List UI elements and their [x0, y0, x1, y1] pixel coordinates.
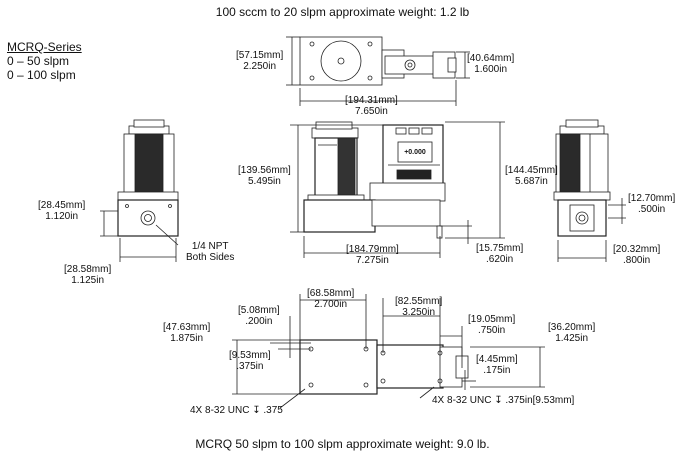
series-list: MCRQ-Series 0 – 50 slpm 0 – 100 slpm [7, 40, 82, 82]
bottom-d4-in: .375in [236, 361, 264, 372]
right-side-view [553, 119, 626, 262]
front-height-left-dim: [139.56mm] 5.495in [238, 165, 291, 187]
bottom-d5-in: 3.250in [402, 307, 436, 318]
left-width-in: 1.125in [71, 275, 105, 286]
right-width-in: .800in [623, 255, 651, 266]
bottom-d7-mm: [36.20mm] [548, 322, 596, 333]
bottom-d7-in: 1.425in [555, 333, 589, 344]
series-title: MCRQ-Series [7, 40, 82, 54]
npt-callout: 1/4 NPT Both Sides [186, 241, 234, 263]
bottom-d8-mm: [4.45mm] [476, 354, 518, 365]
bottom-d4-mm: [9.53mm] [229, 350, 271, 361]
front-fitting-mm: [15.75mm] [476, 243, 524, 254]
right-width-mm: [20.32mm] [613, 244, 661, 255]
thread-callout-right: 4X 8-32 UNC ↧ .375in[9.53mm] [432, 395, 575, 406]
top-length-in: 7.650in [355, 106, 388, 117]
front-fitting-in: .620in [486, 254, 514, 265]
right-offset-in: .500in [638, 204, 666, 215]
bottom-d8-in: .175in [483, 365, 511, 376]
top-right-dim: [40.64mm] 1.600in [467, 53, 514, 75]
right-width-dim: [20.32mm] .800in [613, 244, 660, 266]
front-height-right-in: 5.687in [515, 176, 548, 187]
right-offset-mm: [12.70mm] [628, 193, 676, 204]
top-length-mm: [194.31mm] [345, 95, 398, 106]
thread-callout-left: 4X 8-32 UNC ↧ .375 [190, 405, 283, 416]
bottom-d6-in: .750in [478, 325, 506, 336]
bottom-d7-dim: [36.20mm] 1.425in [548, 322, 595, 344]
npt-line1: 1/4 NPT [191, 241, 229, 252]
panel-display-value: +0.000 [404, 149, 426, 156]
bottom-d2-mm: [5.08mm] [238, 305, 280, 316]
left-side-view [100, 119, 179, 262]
npt-line2: Both Sides [186, 252, 235, 263]
bottom-d6-dim: [19.05mm] .750in [468, 314, 515, 336]
top-right-in: 1.600in [474, 64, 508, 75]
left-width-mm: [28.58mm] [64, 264, 112, 275]
right-offset-dim: [12.70mm] .500in [628, 193, 675, 215]
front-base-in: 7.275in [356, 255, 389, 266]
bottom-d3-mm: [47.63mm] [163, 322, 211, 333]
bottom-view [232, 294, 545, 409]
left-port-mm: [28.45mm] [38, 200, 86, 211]
bottom-d5-dim: [82.55mm] 3.250in [395, 296, 442, 318]
bottom-d5-mm: [82.55mm] [395, 296, 443, 307]
front-fitting-dim: [15.75mm] .620in [476, 243, 523, 265]
bottom-d1-in: 2.700in [314, 299, 348, 310]
top-right-mm: [40.64mm] [467, 53, 515, 64]
bottom-d2-in: .200in [245, 316, 273, 327]
bottom-d3-in: 1.875in [170, 333, 204, 344]
bottom-d1-mm: [68.58mm] [307, 288, 355, 299]
top-view [286, 36, 470, 106]
front-height-right-mm: [144.45mm] [505, 165, 558, 176]
front-height-left-in: 5.495in [248, 176, 281, 187]
footer-caption: MCRQ 50 slpm to 100 slpm approximate wei… [195, 437, 490, 451]
left-port-in: 1.120in [45, 211, 79, 222]
bottom-d4-dim: [9.53mm] .375in [229, 350, 271, 372]
front-base-mm: [184.79mm] [346, 244, 399, 255]
bottom-d6-mm: [19.05mm] [468, 314, 516, 325]
bottom-d2-dim: [5.08mm] .200in [238, 305, 280, 327]
left-width-dim: [28.58mm] 1.125in [64, 264, 111, 286]
header-caption: 100 sccm to 20 slpm approximate weight: … [215, 5, 470, 19]
left-port-dim: [28.45mm] 1.120in [38, 200, 85, 222]
bottom-d1-dim: [68.58mm] 2.700in [307, 288, 354, 310]
front-height-right-dim: [144.45mm] 5.687in [505, 165, 558, 187]
top-length-dim: [194.31mm] 7.650in [345, 95, 398, 117]
top-height-in: 2.250in [243, 61, 277, 72]
series-range-1: 0 – 50 slpm [7, 54, 70, 68]
front-view [290, 121, 505, 258]
top-height-dim: [57.15mm] 2.250in [236, 50, 283, 72]
bottom-d8-dim: [4.45mm] .175in [476, 354, 518, 376]
front-height-left-mm: [139.56mm] [238, 165, 291, 176]
series-range-2: 0 – 100 slpm [7, 68, 76, 82]
top-height-mm: [57.15mm] [236, 50, 284, 61]
bottom-d3-dim: [47.63mm] 1.875in [163, 322, 210, 344]
front-base-dim: [184.79mm] 7.275in [346, 244, 399, 266]
